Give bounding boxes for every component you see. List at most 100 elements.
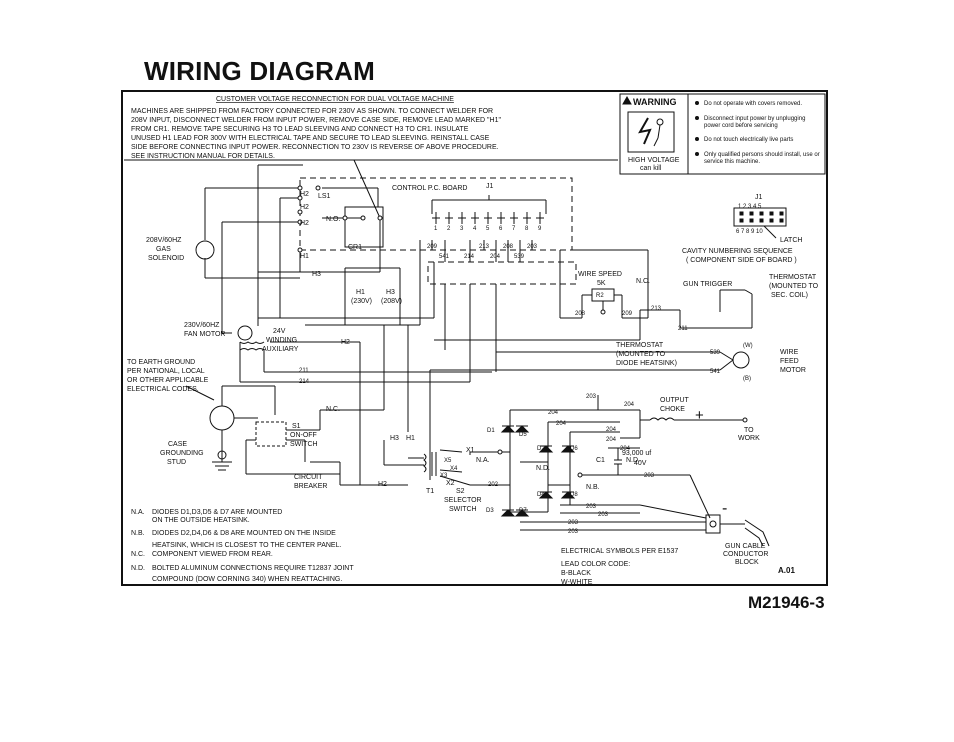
- svg-text:Disconnect input power by unpl: Disconnect input power by unplugging: [704, 116, 805, 122]
- svg-text:D7: D7: [519, 508, 527, 514]
- svg-text:THERMOSTAT: THERMOSTAT: [616, 342, 664, 349]
- svg-text:power cord before servicing: power cord before servicing: [704, 123, 778, 129]
- svg-text:5: 5: [486, 226, 490, 232]
- x2-label: X2: [446, 480, 455, 487]
- h2-label-2: H2: [300, 204, 309, 211]
- control-board-label: CONTROL P.C. BOARD: [392, 185, 467, 192]
- svg-text:204: 204: [624, 402, 635, 408]
- svg-text:203: 203: [586, 394, 597, 400]
- svg-text:203: 203: [644, 473, 655, 479]
- svg-text:211: 211: [299, 368, 309, 374]
- cr1-label: CR1: [348, 244, 362, 251]
- svg-text:541: 541: [710, 369, 721, 375]
- svg-text:209: 209: [427, 244, 438, 250]
- svg-text:209: 209: [622, 311, 633, 317]
- svg-text:N.A.: N.A.: [131, 509, 145, 516]
- svg-text:208V/60HZ: 208V/60HZ: [146, 237, 182, 244]
- svg-text:WIRE: WIRE: [780, 349, 799, 356]
- svg-text:214: 214: [299, 379, 310, 385]
- svg-text:S1: S1: [292, 423, 301, 430]
- svg-text:STUD: STUD: [167, 459, 186, 466]
- h2-lower-label: H2: [341, 339, 350, 346]
- svg-text:(MOUNTED TO: (MOUNTED TO: [769, 283, 819, 290]
- h2-t1-label: H2: [378, 481, 387, 488]
- reconnection-heading: CUSTOMER VOLTAGE RECONNECTION FOR DUAL V…: [216, 96, 454, 103]
- svg-text:Do not operate with covers rem: Do not operate with covers removed.: [704, 101, 802, 107]
- svg-text:COMPONENT VIEWED FROM REAR.: COMPONENT VIEWED FROM REAR.: [152, 551, 273, 558]
- svg-text:203: 203: [527, 244, 538, 250]
- svg-text:COMPOUND (DOW CORNING 340) WH: COMPOUND (DOW CORNING 340) WHEN REATTACH…: [152, 576, 342, 583]
- x1-label: X1: [466, 447, 475, 454]
- svg-text:ON-OFF: ON-OFF: [290, 432, 317, 439]
- cr1-no-label: N.O.: [326, 216, 340, 223]
- svg-text:service this machine.: service this machine.: [704, 159, 760, 165]
- svg-text:204: 204: [548, 410, 559, 416]
- svg-text:OUTPUT: OUTPUT: [660, 397, 690, 404]
- x5-label: X5: [444, 458, 452, 464]
- warning-bullets: Do not operate with covers removed. Disc…: [695, 101, 820, 165]
- svg-text:ON THE OUTSIDE HEATSINK.: ON THE OUTSIDE HEATSINK.: [152, 517, 250, 524]
- motor-w-label: (W): [743, 343, 753, 349]
- svg-text:93,000 uf: 93,000 uf: [622, 450, 651, 457]
- svg-text:203: 203: [598, 512, 609, 518]
- h1-t1-label: H1: [406, 435, 415, 442]
- svg-text:H1: H1: [356, 289, 365, 296]
- svg-text:FAN MOTOR: FAN MOTOR: [184, 331, 225, 338]
- svg-text:THERMOSTAT: THERMOSTAT: [769, 274, 817, 281]
- svg-text:D6: D6: [570, 446, 578, 452]
- svg-text:D1: D1: [487, 428, 495, 434]
- wire-feed-motor-label: WIRE FEED MOTOR: [780, 349, 806, 374]
- revision-label: A.01: [778, 566, 795, 575]
- svg-text:4: 4: [473, 226, 477, 232]
- svg-text:N.B.: N.B.: [131, 530, 145, 537]
- latch-label: LATCH: [780, 237, 802, 244]
- svg-text:SIDE BEFORE CONNECTING INPUT P: SIDE BEFORE CONNECTING INPUT POWER. RECO…: [131, 144, 499, 151]
- minus-terminal-label: -: [722, 500, 727, 517]
- svg-text:3: 3: [460, 226, 464, 232]
- svg-text:HEATSINK, WHICH IS CLOSEST TO: HEATSINK, WHICH IS CLOSEST TO THE CENTER…: [152, 542, 341, 549]
- svg-text:204: 204: [606, 437, 617, 443]
- diagram-frame: [121, 90, 828, 586]
- svg-text:N.D.: N.D.: [131, 565, 145, 572]
- fan-motor-label: 230V/60HZ FAN MOTOR: [184, 322, 225, 338]
- h2-label-3: H2: [300, 220, 309, 227]
- svg-text:213: 213: [479, 244, 490, 250]
- svg-text:D3: D3: [486, 508, 494, 514]
- x4-label: X4: [450, 466, 458, 472]
- svg-text:9: 9: [538, 226, 542, 232]
- svg-text:MACHINES ARE SHIPPED FROM FACT: MACHINES ARE SHIPPED FROM FACTORY CONNEC…: [131, 108, 493, 115]
- svg-text:CAVITY NUMBERING SEQUENCE: CAVITY NUMBERING SEQUENCE: [682, 248, 793, 255]
- capacitor-label: 93,000 uf 40V: [622, 450, 651, 467]
- svg-text:204: 204: [556, 421, 567, 427]
- thermostat-coil-label: THERMOSTAT (MOUNTED TO SEC. COIL): [769, 274, 819, 299]
- svg-text:213: 213: [651, 306, 662, 312]
- svg-text:D2: D2: [537, 446, 545, 452]
- svg-text:N.C.: N.C.: [131, 551, 145, 558]
- diode-labels: D1 D5 D2 D6 D4 D8 D3 D7: [486, 428, 578, 514]
- na-label: N.A.: [476, 457, 490, 464]
- svg-text:202: 202: [488, 482, 499, 488]
- winding-label: 24V WINDING AUXILIARY: [262, 328, 299, 353]
- wire-numbers: 209 213 208 203 541 214 204 539 211 214 …: [299, 244, 721, 535]
- plus-terminal-label: +: [695, 407, 704, 424]
- svg-text:GROUNDING: GROUNDING: [160, 450, 204, 457]
- svg-text:Do not touch electrically live: Do not touch electrically live parts: [704, 137, 793, 143]
- warning-heading: WARNING: [633, 97, 677, 107]
- pot-nc-label: N.C.: [636, 278, 650, 285]
- svg-text:539: 539: [514, 254, 525, 260]
- svg-text:203: 203: [586, 504, 597, 510]
- svg-text:D5: D5: [519, 432, 527, 438]
- svg-text:AUXILIARY: AUXILIARY: [262, 346, 299, 353]
- svg-text:D4: D4: [537, 492, 545, 498]
- warning-caption-1: HIGH VOLTAGE: [628, 157, 680, 164]
- svg-text:OR OTHER APPLICABLE: OR OTHER APPLICABLE: [127, 377, 209, 384]
- j1-top-pins: 1 2 3 4 5: [738, 204, 762, 210]
- h2-label-1: H2: [300, 191, 309, 198]
- pot-value-label: 5K: [597, 280, 606, 287]
- x3-label: X3: [440, 473, 448, 479]
- nd-label: N.D.: [536, 465, 550, 472]
- svg-text:CHOKE: CHOKE: [660, 406, 685, 413]
- svg-text:541: 541: [439, 254, 450, 260]
- gas-solenoid-label: 208V/60HZ GAS SOLENOID: [146, 237, 184, 262]
